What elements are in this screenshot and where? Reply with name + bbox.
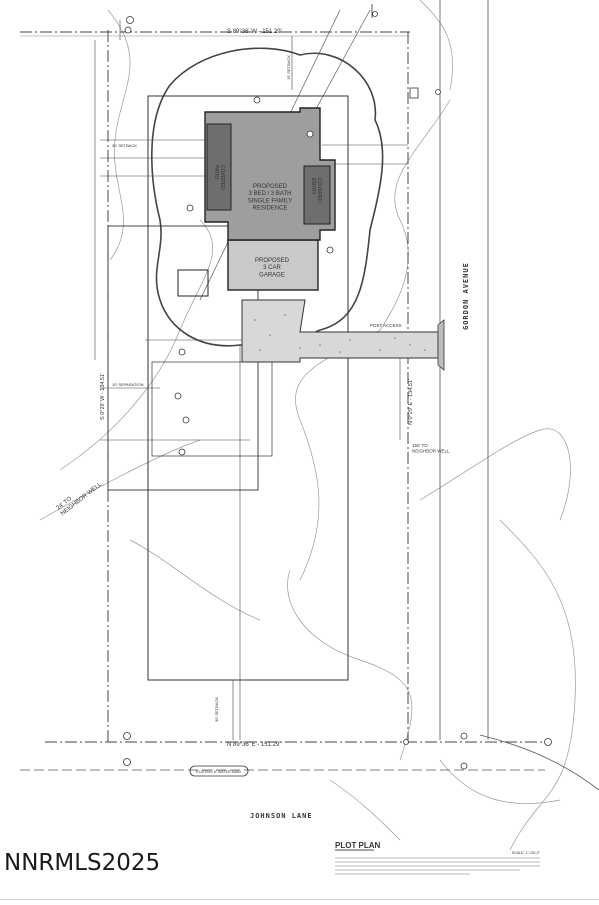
label-patio: COVEREDPATIO [213, 165, 225, 190]
covered-entry [303, 165, 331, 225]
covered-patio [206, 123, 232, 211]
utility-box [409, 87, 419, 99]
street-gordon: GORDON AVENUE [462, 262, 470, 330]
bottom-rule [0, 899, 599, 900]
well-box [177, 269, 209, 297]
title-block: PLOT PLAN SCALE: 1"=30'-0" [335, 841, 541, 875]
leach-field-inner [151, 361, 273, 457]
disturbance-boundary [151, 47, 384, 347]
existing-water-main [189, 765, 249, 777]
bearing-west: S 0°29' W - 134.51' [100, 373, 106, 420]
residence [204, 107, 336, 241]
note-setback-side: 15' SETBACK [286, 55, 291, 80]
note-post-access: POST ACCESS [370, 323, 402, 328]
driveway [241, 299, 445, 371]
label-entry: COVEREDENTRY [310, 178, 322, 203]
note-neighbor-well-west: 24' TONEIGHBOR WELL [56, 476, 104, 518]
watermark: NNRMLS2025 [4, 850, 161, 876]
terrain-contours [39, 0, 576, 851]
bearing-north: S 89°36' W - 151.29' [227, 29, 282, 35]
bearing-east: N 0°29' E - 134.51' [408, 379, 414, 425]
note-water-main: EXISTING 6" WATER MAIN [196, 770, 241, 774]
bearing-south: N 89°36' E - 151.29' [227, 742, 280, 748]
note-setback-rear: 30' SETBACK [214, 697, 219, 722]
street-johnson: JOHNSON LANE [250, 812, 313, 820]
north-arrow-marker [371, 4, 378, 18]
dimension-lines [94, 9, 408, 740]
plan-title: PLOT PLAN [335, 841, 381, 850]
callout-markers [123, 16, 552, 770]
street-lines [20, 0, 599, 791]
plan-scale: SCALE: 1"=30'-0" [512, 851, 541, 855]
note-setback-front: 30' SETBACK [112, 143, 137, 148]
note-separation: 10' SEPARATION [112, 382, 144, 387]
